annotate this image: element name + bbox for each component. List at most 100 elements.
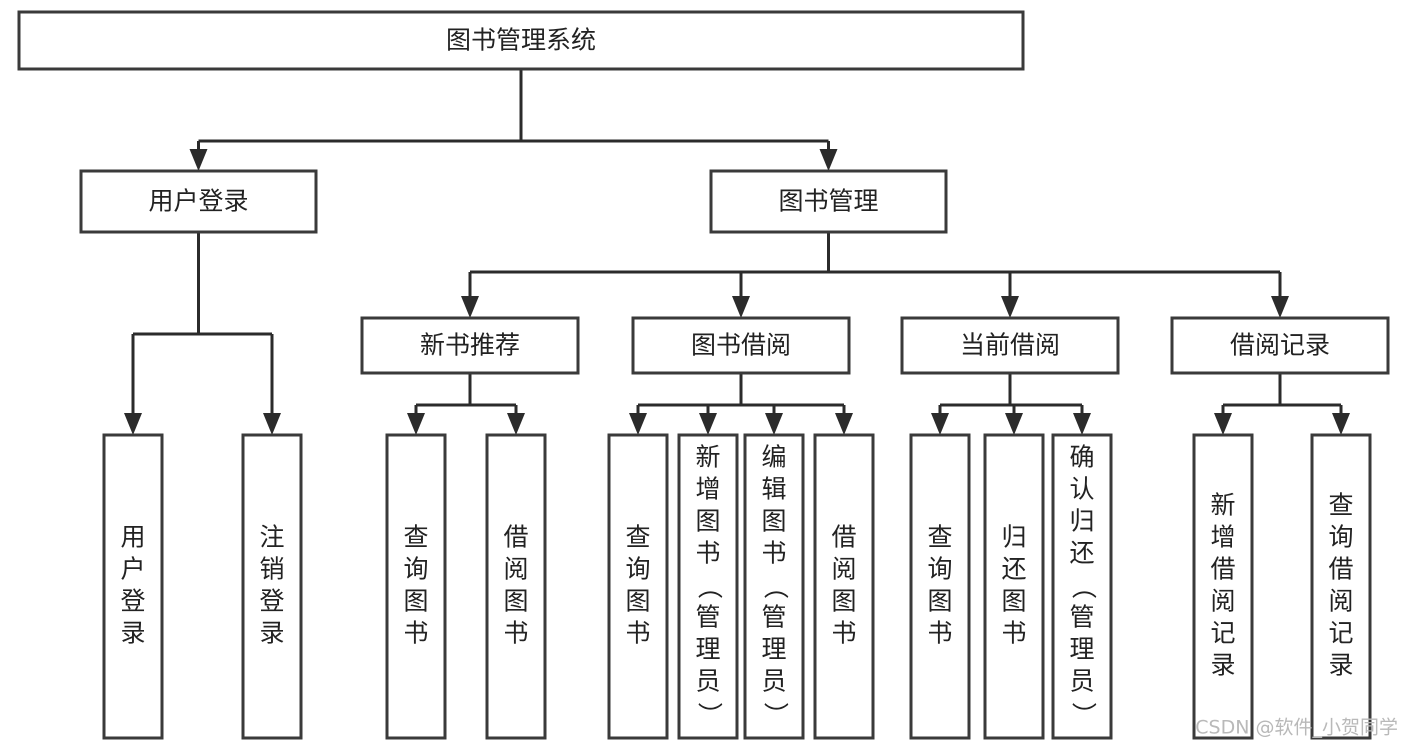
svg-text:（: （ xyxy=(1069,574,1098,599)
svg-text:询: 询 xyxy=(625,555,650,584)
svg-text:还: 还 xyxy=(1069,539,1094,568)
svg-text:图: 图 xyxy=(927,587,952,616)
svg-text:新: 新 xyxy=(1210,491,1235,520)
edge-arrowhead xyxy=(124,413,142,435)
node-borrow-record[interactable]: 借阅记录 xyxy=(1170,316,1390,375)
svg-text:图: 图 xyxy=(831,587,856,616)
svg-text:图: 图 xyxy=(761,507,786,536)
svg-text:登: 登 xyxy=(120,587,145,616)
svg-text:书: 书 xyxy=(927,619,952,648)
svg-text:借: 借 xyxy=(1328,555,1353,584)
node-root[interactable]: 图书管理系统 xyxy=(17,10,1025,71)
node-box-leaf-query-book-cur xyxy=(909,433,971,740)
svg-text:理: 理 xyxy=(761,635,786,664)
svg-text:管: 管 xyxy=(761,603,786,632)
svg-text:查: 查 xyxy=(403,523,428,552)
node-user-login[interactable]: 用户登录 xyxy=(79,169,318,234)
svg-text:员: 员 xyxy=(695,667,720,696)
svg-text:理: 理 xyxy=(1069,635,1094,664)
node-leaf-user-login[interactable]: 用户登录 xyxy=(102,433,164,740)
edge-arrowhead xyxy=(507,413,525,435)
node-box-leaf-add-book xyxy=(677,433,739,740)
node-label-root: 图书管理系统 xyxy=(446,26,596,55)
node-book-borrow[interactable]: 图书借阅 xyxy=(631,316,851,375)
node-box-current-borrow xyxy=(900,316,1120,375)
svg-text:新: 新 xyxy=(695,443,720,472)
svg-text:户: 户 xyxy=(120,555,145,584)
svg-text:销: 销 xyxy=(259,555,284,584)
svg-text:询: 询 xyxy=(1328,523,1353,552)
svg-text:查: 查 xyxy=(927,523,952,552)
svg-text:阅: 阅 xyxy=(1328,587,1353,616)
edge-group-current-borrow xyxy=(931,373,1091,435)
edge-arrowhead xyxy=(629,413,647,435)
svg-text:借: 借 xyxy=(831,523,856,552)
node-label-current-borrow: 当前借阅 xyxy=(960,331,1060,360)
node-box-book-borrow xyxy=(631,316,851,375)
node-box-leaf-add-record xyxy=(1192,433,1254,740)
svg-text:理: 理 xyxy=(695,635,720,664)
svg-text:编: 编 xyxy=(761,443,786,472)
svg-text:管: 管 xyxy=(1069,603,1094,632)
svg-text:管: 管 xyxy=(695,603,720,632)
node-new-book-rec[interactable]: 新书推荐 xyxy=(360,316,580,375)
svg-text:用: 用 xyxy=(120,523,145,552)
svg-text:记: 记 xyxy=(1210,619,1235,648)
svg-text:）: ） xyxy=(695,702,724,727)
svg-text:辑: 辑 xyxy=(761,475,786,504)
svg-text:登: 登 xyxy=(259,587,284,616)
svg-text:增: 增 xyxy=(1210,523,1235,552)
node-box-book-manage xyxy=(709,169,948,234)
node-box-new-book-rec xyxy=(360,316,580,375)
svg-text:阅: 阅 xyxy=(831,555,856,584)
edge-arrowhead xyxy=(1271,296,1289,318)
node-current-borrow[interactable]: 当前借阅 xyxy=(900,316,1120,375)
edge-arrowhead xyxy=(835,413,853,435)
svg-text:确: 确 xyxy=(1069,443,1094,472)
nodes-layer: 图书管理系统用户登录图书管理新书推荐图书借阅当前借阅借阅记录用户登录注销登录查询… xyxy=(17,10,1390,740)
svg-text:查: 查 xyxy=(1328,491,1353,520)
svg-text:查: 查 xyxy=(625,523,650,552)
edges-layer xyxy=(124,69,1350,435)
node-label-leaf-user-login: 用户登录 xyxy=(120,523,145,648)
svg-text:询: 询 xyxy=(927,555,952,584)
edge-arrowhead xyxy=(699,413,717,435)
node-box-leaf-query-book-rec xyxy=(385,433,447,740)
edge-arrowhead xyxy=(263,413,281,435)
edge-arrowhead xyxy=(189,149,208,171)
svg-text:归: 归 xyxy=(1069,507,1094,536)
node-box-leaf-user-logout xyxy=(241,433,303,740)
node-box-user-login xyxy=(79,169,318,234)
edge-arrowhead xyxy=(407,413,425,435)
csdn-watermark: CSDN @软件_小贺同学 xyxy=(1195,717,1398,739)
svg-text:（: （ xyxy=(761,574,790,599)
svg-text:图: 图 xyxy=(503,587,528,616)
svg-text:）: ） xyxy=(1069,702,1098,727)
node-label-book-borrow: 图书借阅 xyxy=(691,331,791,360)
edge-group-root xyxy=(189,69,838,171)
node-box-leaf-query-record xyxy=(1310,433,1372,740)
node-book-manage[interactable]: 图书管理 xyxy=(709,169,948,234)
edge-arrowhead xyxy=(461,296,479,318)
node-box-leaf-borrow-book xyxy=(813,433,875,740)
svg-text:员: 员 xyxy=(761,667,786,696)
